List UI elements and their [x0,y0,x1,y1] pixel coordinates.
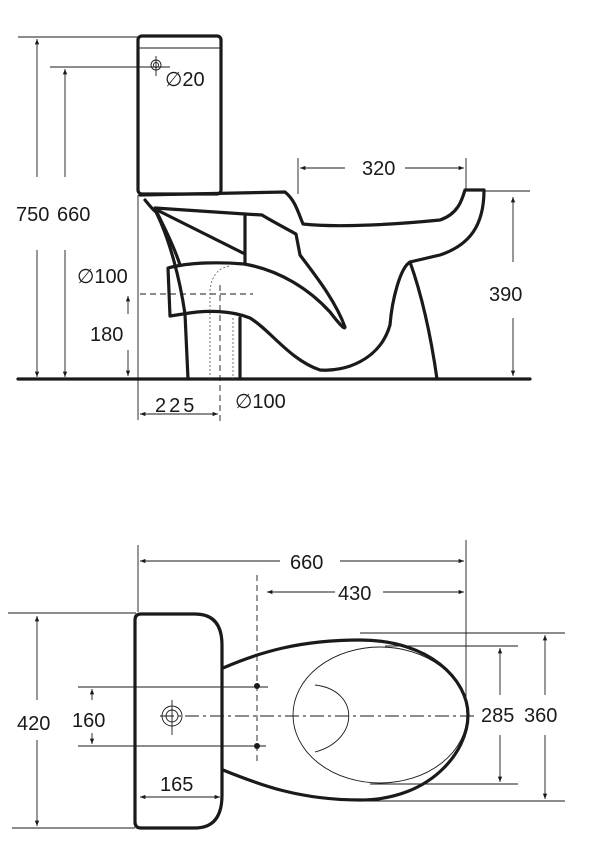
waterway-outline [314,684,350,753]
label-inlet-diameter: ∅20 [165,69,205,91]
top-view: 660 430 420 160 165 285 360 [8,540,565,830]
label-660-top: 660 [290,552,323,574]
flush-channel [155,208,247,256]
cistern-top [133,612,224,830]
cistern-side [136,34,223,196]
label-165: 165 [160,774,193,796]
label-660: 660 [57,204,90,226]
drain-icon [161,700,183,735]
pedestal-back [408,260,439,381]
hidden-outlet [209,265,231,379]
label-320: 320 [362,158,395,180]
label-outlet-diameter-v: ∅100 [235,391,286,413]
label-225: 225 [155,395,197,417]
label-420: 420 [17,713,50,735]
bowl-inner-opening [292,646,468,784]
pedestal-front [143,198,190,381]
label-180: 180 [90,324,123,346]
label-285: 285 [481,705,514,727]
bowl-side-outline [138,188,486,372]
label-430: 430 [338,583,371,605]
label-160: 160 [72,710,105,732]
label-360: 360 [524,705,557,727]
label-390: 390 [489,284,522,306]
label-outlet-diameter-h: ∅100 [77,266,128,288]
inlet-crosshair-icon [150,56,162,76]
side-view: 750 660 ∅20 320 390 ∅100 180 225 ∅100 [16,34,532,422]
bowl-top-outline [221,638,470,802]
label-750: 750 [16,204,49,226]
